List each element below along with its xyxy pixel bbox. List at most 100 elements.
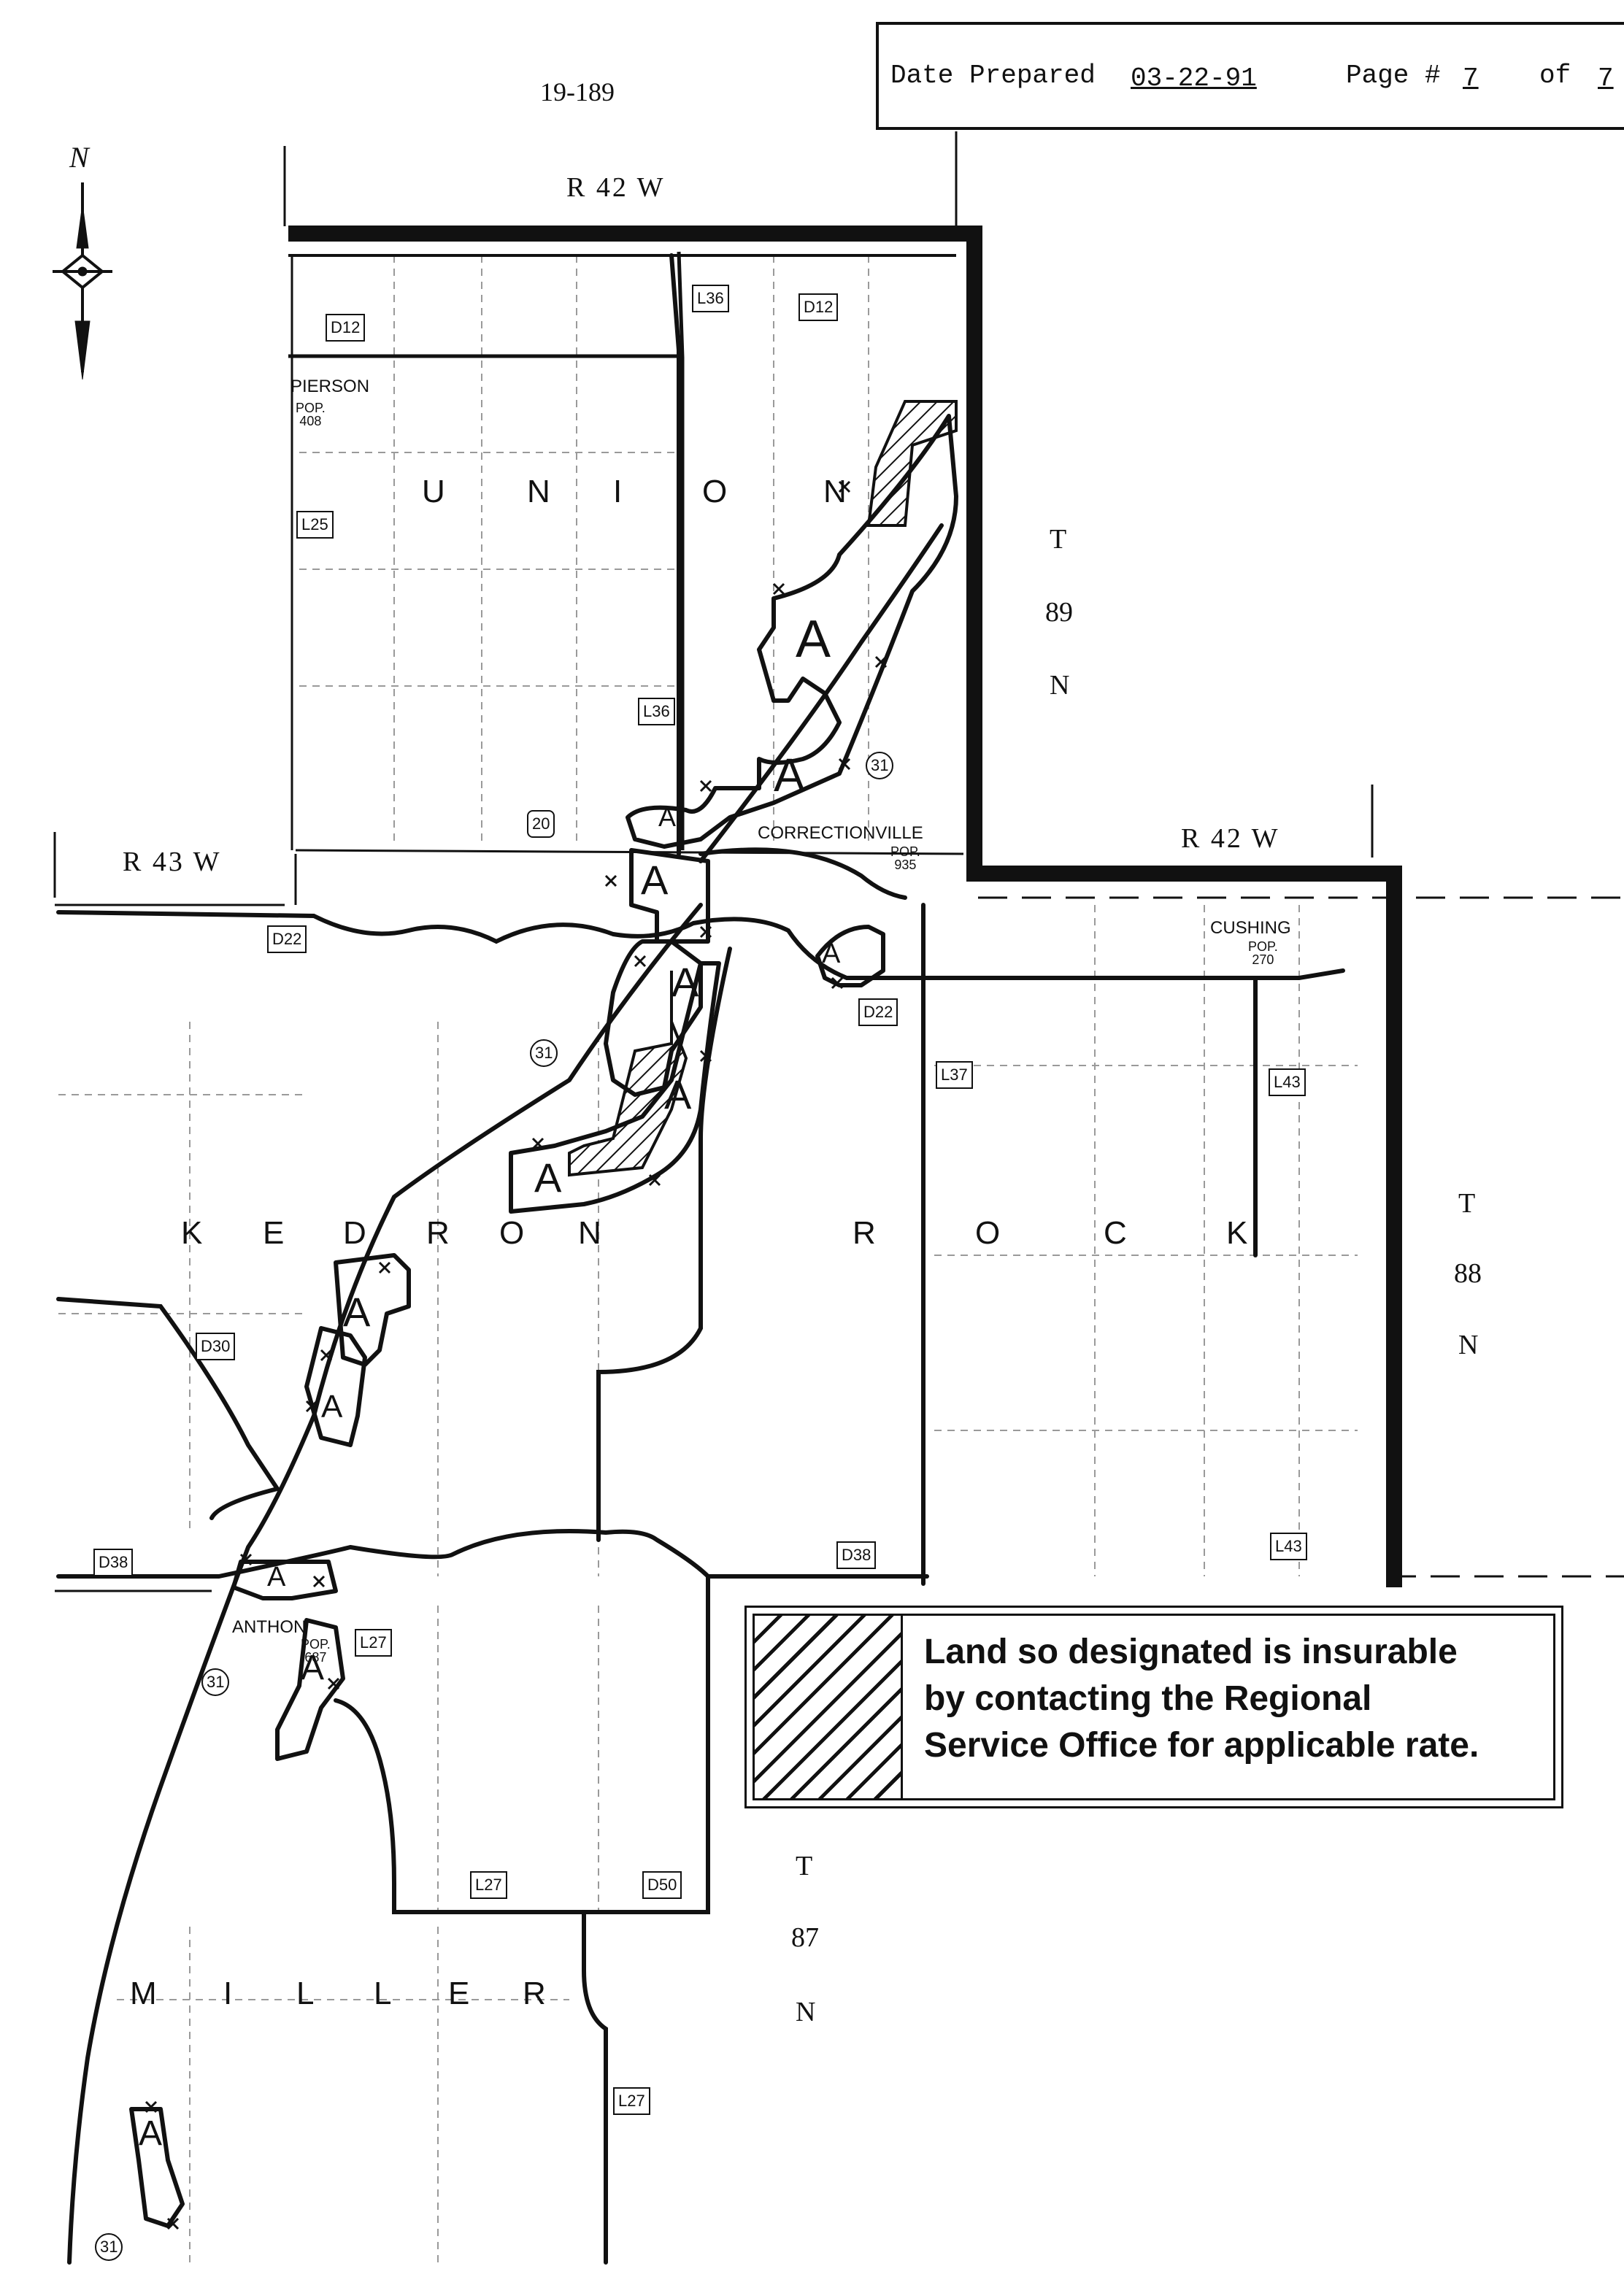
road-shield-ia31: 31	[530, 1039, 558, 1067]
road-shield-d38: D38	[93, 1549, 134, 1576]
township-t87-t: T	[796, 1851, 813, 1881]
township-rock-c: C	[1104, 1215, 1127, 1251]
zone-a-label: A	[658, 802, 677, 832]
road-shield-l43: L43	[1269, 1068, 1306, 1096]
township-union-n1: N	[527, 474, 550, 509]
range-r42w-top: R 42 W	[566, 172, 666, 203]
date-value: 03-22-91	[1131, 63, 1257, 93]
page-value: 7	[1463, 63, 1479, 93]
town-pierson: PIERSON	[290, 377, 370, 396]
township-miller-i: I	[223, 1976, 233, 2011]
township-kedron-e: E	[263, 1215, 285, 1251]
road-shield-l27: L27	[355, 1629, 392, 1657]
header-box: Date Prepared 03-22-91 Page # 7 of 7	[876, 22, 1624, 130]
road-shield-l36: L36	[638, 698, 675, 725]
north-arrow-icon	[53, 182, 112, 380]
zone-a-label: A	[671, 959, 699, 1005]
zone-a-outlines	[129, 414, 958, 2228]
zone-a-label: A	[321, 1389, 343, 1425]
legend-line-2: by contacting the Regional	[924, 1679, 1372, 1718]
township-t88-num: 88	[1454, 1258, 1482, 1289]
township-union-u: U	[422, 474, 445, 509]
zone-a-label: A	[796, 610, 831, 668]
town-correctionville: CORRECTIONVILLE	[758, 823, 923, 843]
township-boundaries	[53, 131, 1624, 1592]
road-shield-ia31: 31	[95, 2233, 123, 2261]
township-miller-m: M	[130, 1976, 157, 2011]
township-miller-e: E	[448, 1976, 470, 2011]
road-shield-l27: L27	[470, 1871, 507, 1899]
road-shield-d12: D12	[326, 314, 366, 342]
zone-a-label: A	[774, 749, 805, 801]
road-shield-l37: L37	[936, 1061, 973, 1089]
road-shield-d30: D30	[196, 1333, 236, 1360]
date-label: Date Prepared	[890, 61, 1096, 90]
page-label: Page #	[1346, 61, 1441, 90]
township-t88-t: T	[1458, 1188, 1476, 1219]
road-shield-d50: D50	[642, 1871, 682, 1899]
town-cushing: CUSHING	[1210, 918, 1291, 938]
hatched-areas	[568, 400, 958, 1177]
township-kedron-o: O	[499, 1215, 525, 1251]
zone-a-label: A	[267, 1562, 286, 1592]
legend-line-1: Land so designated is insurable	[924, 1633, 1458, 1671]
zone-a-label: A	[534, 1155, 562, 1201]
township-union-i: I	[613, 474, 623, 509]
road-shield-d38: D38	[836, 1541, 877, 1569]
zone-a-label: A	[664, 1071, 692, 1117]
township-t87-n: N	[796, 1997, 816, 2027]
zone-a-label: A	[139, 2114, 163, 2153]
township-kedron-d: D	[343, 1215, 366, 1251]
road-shield-ia31: 31	[201, 1668, 230, 1696]
zone-a-label: A	[301, 1649, 325, 1687]
road-shield-d12: D12	[798, 293, 839, 321]
township-rock-o: O	[975, 1215, 1001, 1251]
section-grid	[58, 255, 1358, 2262]
township-miller-l2: L	[374, 1976, 392, 2011]
township-t89-num: 89	[1045, 597, 1073, 628]
hatched-swatch-icon	[755, 1616, 903, 1798]
union-township-outline	[288, 251, 964, 855]
north-label: N	[69, 141, 89, 174]
township-t88-n: N	[1458, 1330, 1479, 1360]
map-number: 19-189	[540, 77, 615, 107]
of-label: of	[1539, 61, 1571, 90]
legend-box: Land so designated is insurable by conta…	[744, 1606, 1563, 1808]
township-t89-n: N	[1050, 670, 1070, 701]
legend-inner: Land so designated is insurable by conta…	[753, 1614, 1555, 1800]
town-anthon-pop: POP. 687	[301, 1637, 331, 1665]
township-t89-t: T	[1050, 524, 1067, 555]
county-boundary	[288, 226, 1402, 1587]
zone-a-label: A	[343, 1289, 371, 1335]
range-r43w: R 43 W	[123, 847, 222, 877]
town-correctionville-pop: POP. 935	[890, 844, 920, 872]
road-network	[56, 253, 1345, 2265]
road-shield-d22: D22	[858, 998, 898, 1026]
township-kedron-n: N	[578, 1215, 601, 1251]
township-kedron-r: R	[426, 1215, 450, 1251]
road-shield-l27: L27	[613, 2087, 650, 2115]
town-pierson-pop: POP. 408	[296, 401, 326, 428]
township-miller-r: R	[523, 1976, 546, 2011]
township-miller-l1: L	[296, 1976, 315, 2011]
road-shield-d22: D22	[267, 925, 307, 953]
road-shield-us20: 20	[527, 810, 555, 838]
township-kedron-k: K	[181, 1215, 203, 1251]
road-shield-l25: L25	[296, 511, 334, 539]
road-shield-l43: L43	[1270, 1533, 1307, 1560]
legend-text: Land so designated is insurable by conta…	[924, 1629, 1479, 1769]
boundary-tick-marks	[145, 480, 888, 2230]
range-r42w-right: R 42 W	[1181, 823, 1280, 854]
township-union-o: O	[702, 474, 728, 509]
zone-a-label: A	[641, 857, 669, 903]
town-cushing-pop: POP. 270	[1248, 939, 1278, 967]
township-t87-num: 87	[791, 1922, 819, 1953]
township-rock-r: R	[853, 1215, 876, 1251]
township-rock-k: K	[1226, 1215, 1248, 1251]
legend-line-3: Service Office for applicable rate.	[924, 1726, 1479, 1765]
road-shield-l36: L36	[692, 285, 729, 312]
township-union-n2: N	[823, 474, 847, 509]
town-anthon: ANTHON	[232, 1617, 307, 1637]
road-shield-ia31: 31	[866, 752, 894, 779]
